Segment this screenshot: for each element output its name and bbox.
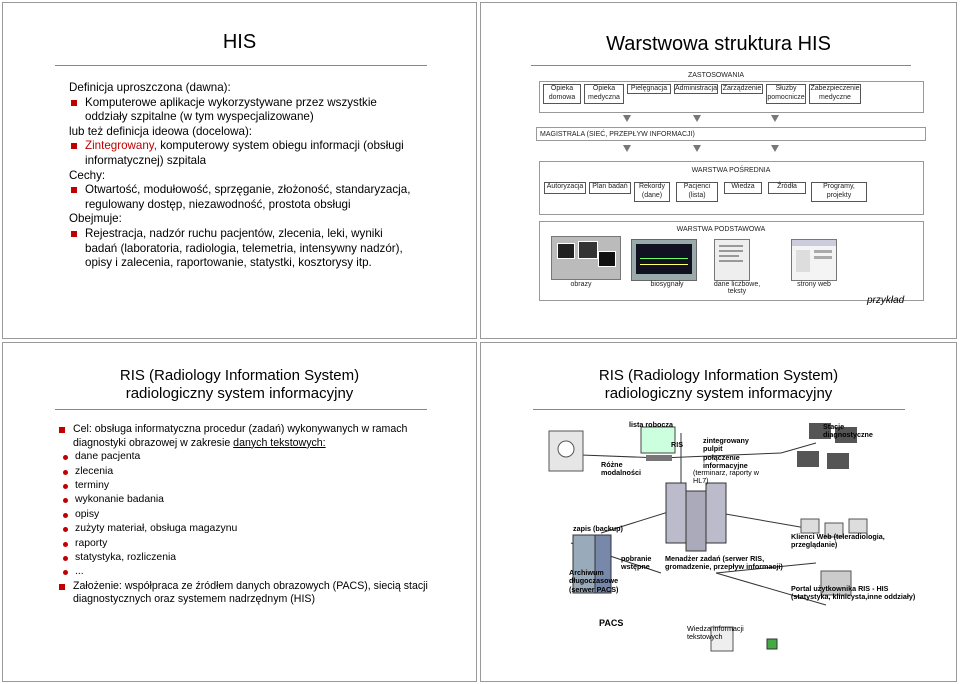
app-box: Opieka domowa	[543, 84, 581, 104]
base-label: biosygnały	[650, 281, 684, 288]
underlined-text: danych tekstowych:	[233, 436, 326, 449]
bullet-item: Komputerowe aplikacje wykorzystywane prz…	[69, 96, 415, 125]
sub-item: wykonanie badania	[57, 493, 429, 507]
middle-box: Plan badań	[589, 182, 631, 194]
bullet-item: Otwartość, modułowość, sprzęganie, złożo…	[69, 183, 415, 212]
highlight-text: Zintegrowany,	[85, 139, 157, 153]
arrow-down-icon	[771, 115, 779, 122]
middle-box: Wiedza	[724, 182, 762, 194]
sub-item: raporty	[57, 537, 429, 551]
layer-label-applications: ZASTOSOWANIA	[687, 72, 744, 79]
slide-layered-structure: Warstwowa struktura HIS ZASTOSOWANIA Opi…	[480, 2, 957, 339]
app-box: Administracja	[674, 84, 718, 94]
slide-title: RIS (Radiology Information System) radio…	[481, 367, 956, 403]
middle-box: Pacjenci (lista)	[676, 182, 718, 202]
diagram-label: zapis (backup)	[573, 524, 623, 533]
text-paragraph: Obejmuje:	[69, 212, 122, 226]
title-line: RIS (Radiology Information System)	[119, 367, 360, 384]
arrow-down-icon	[693, 145, 701, 152]
document-thumbnail-icon	[714, 239, 750, 281]
title-line: radiologiczny system informacyjny	[604, 385, 833, 402]
slide-title: Warstwowa struktura HIS	[606, 33, 831, 55]
title-divider	[531, 65, 911, 66]
diagram-label: RIS	[671, 440, 683, 449]
arrow-down-icon	[693, 115, 701, 122]
app-box: Zarządzenie	[721, 84, 763, 94]
diagram-label: zintegrowany pulpit połączenie informacy…	[703, 436, 749, 471]
slide-ris-definition: RIS (Radiology Information System) radio…	[2, 342, 477, 682]
ris-network-diagram	[548, 423, 868, 652]
image-thumbnail-icon	[551, 236, 621, 280]
diagram-label: Wiedza informacji tekstowych	[687, 624, 744, 642]
arrow-down-icon	[771, 145, 779, 152]
text-paragraph: Cechy:	[69, 168, 106, 182]
middle-box: Autoryzacja	[544, 182, 586, 194]
arrow-down-icon	[623, 145, 631, 152]
diagram-label: Różne modalności	[601, 460, 641, 478]
base-label: dane liczbowe, teksty	[713, 281, 761, 295]
webpage-thumbnail-icon	[791, 239, 837, 281]
app-box: Służby pomocnicze	[766, 84, 806, 104]
example-label: przykład	[867, 295, 905, 306]
bullet-item: Zintegrowany, komputerowy system obiegu …	[69, 139, 415, 168]
text-paragraph: Definicja uproszczona (dawna):	[69, 81, 231, 94]
sub-item: statystyka, rozliczenia	[57, 551, 429, 565]
sub-item: opisy	[57, 508, 429, 522]
diagram-label: Portal użytkownika RIS - HIS (statystyka…	[791, 584, 916, 602]
title-divider	[55, 409, 427, 410]
base-label: strony web	[797, 281, 831, 288]
slide-title: RIS (Radiology Information System) radio…	[3, 367, 476, 403]
biosignal-thumbnail-icon	[631, 239, 697, 281]
slide-body: Cel: obsługa informatyczna procedur (zad…	[57, 423, 429, 607]
middle-box: Programy, projekty	[811, 182, 867, 202]
middle-box: Źródła	[768, 182, 806, 194]
diagram-label: PACS	[599, 618, 624, 628]
diagram-label: pobranie wstępne	[621, 554, 652, 572]
text-span: Cel: obsługa informatyczna procedur (zad…	[73, 423, 408, 449]
bullet-item: Założenie: współpraca ze źródłem danych …	[57, 580, 429, 607]
layer-label-middle: WARSTWA POŚREDNIA	[691, 167, 771, 174]
app-box: Zabezpieczenie medyczne	[809, 84, 861, 104]
base-label: obrazy	[570, 281, 592, 288]
middle-box: Rekordy (dane)	[634, 182, 670, 202]
diagram-label: Menadżer zadań (serwer RIS, gromadzenie,…	[665, 554, 783, 572]
slide-his-definition: HIS Definicja uproszczona (dawna): Kompu…	[2, 2, 477, 339]
bullet-item: Cel: obsługa informatyczna procedur (zad…	[57, 423, 429, 450]
title-line: radiologiczny system informacyjny	[125, 385, 354, 402]
text-paragraph: lub też definicja ideowa (docelowa):	[69, 124, 253, 138]
slide-title: HIS	[222, 31, 257, 53]
slide-body: Definicja uproszczona (dawna): Komputero…	[69, 81, 415, 271]
diagram-label: Klienci Web (teleradiologia, przeglądani…	[791, 532, 885, 550]
sub-item: dane pacjenta	[57, 450, 429, 464]
diagram-label: lista robocza	[629, 420, 673, 429]
title-divider	[533, 409, 905, 410]
diagram-label: Stacje diagnostyczne	[823, 422, 873, 440]
app-box: Opieka medyczna	[584, 84, 624, 104]
sub-item: ...	[57, 565, 429, 579]
sub-item: zużyty materiał, obsługa magazynu	[57, 522, 429, 536]
network-bus: MAGISTRALA (SIEĆ, PRZEPŁYW INFORMACJI)	[536, 127, 926, 141]
layer-label-base: WARSTWA PODSTAWOWA	[676, 226, 766, 233]
arrow-down-icon	[623, 115, 631, 122]
bullet-item: Rejestracja, nadzór ruchu pacjentów, zle…	[69, 227, 415, 271]
title-line: RIS (Radiology Information System)	[598, 367, 839, 384]
app-box: Pielęgnacja	[627, 84, 671, 94]
slide-ris-diagram: RIS (Radiology Information System) radio…	[480, 342, 957, 682]
sub-item: terminy	[57, 479, 429, 493]
diagram-label: Archiwum długoczasowe (serwer PACS)	[569, 568, 619, 594]
title-divider	[55, 65, 427, 66]
sub-item: zlecenia	[57, 465, 429, 479]
diagram-label: (terminarz, raporty w HL7)	[693, 468, 759, 486]
